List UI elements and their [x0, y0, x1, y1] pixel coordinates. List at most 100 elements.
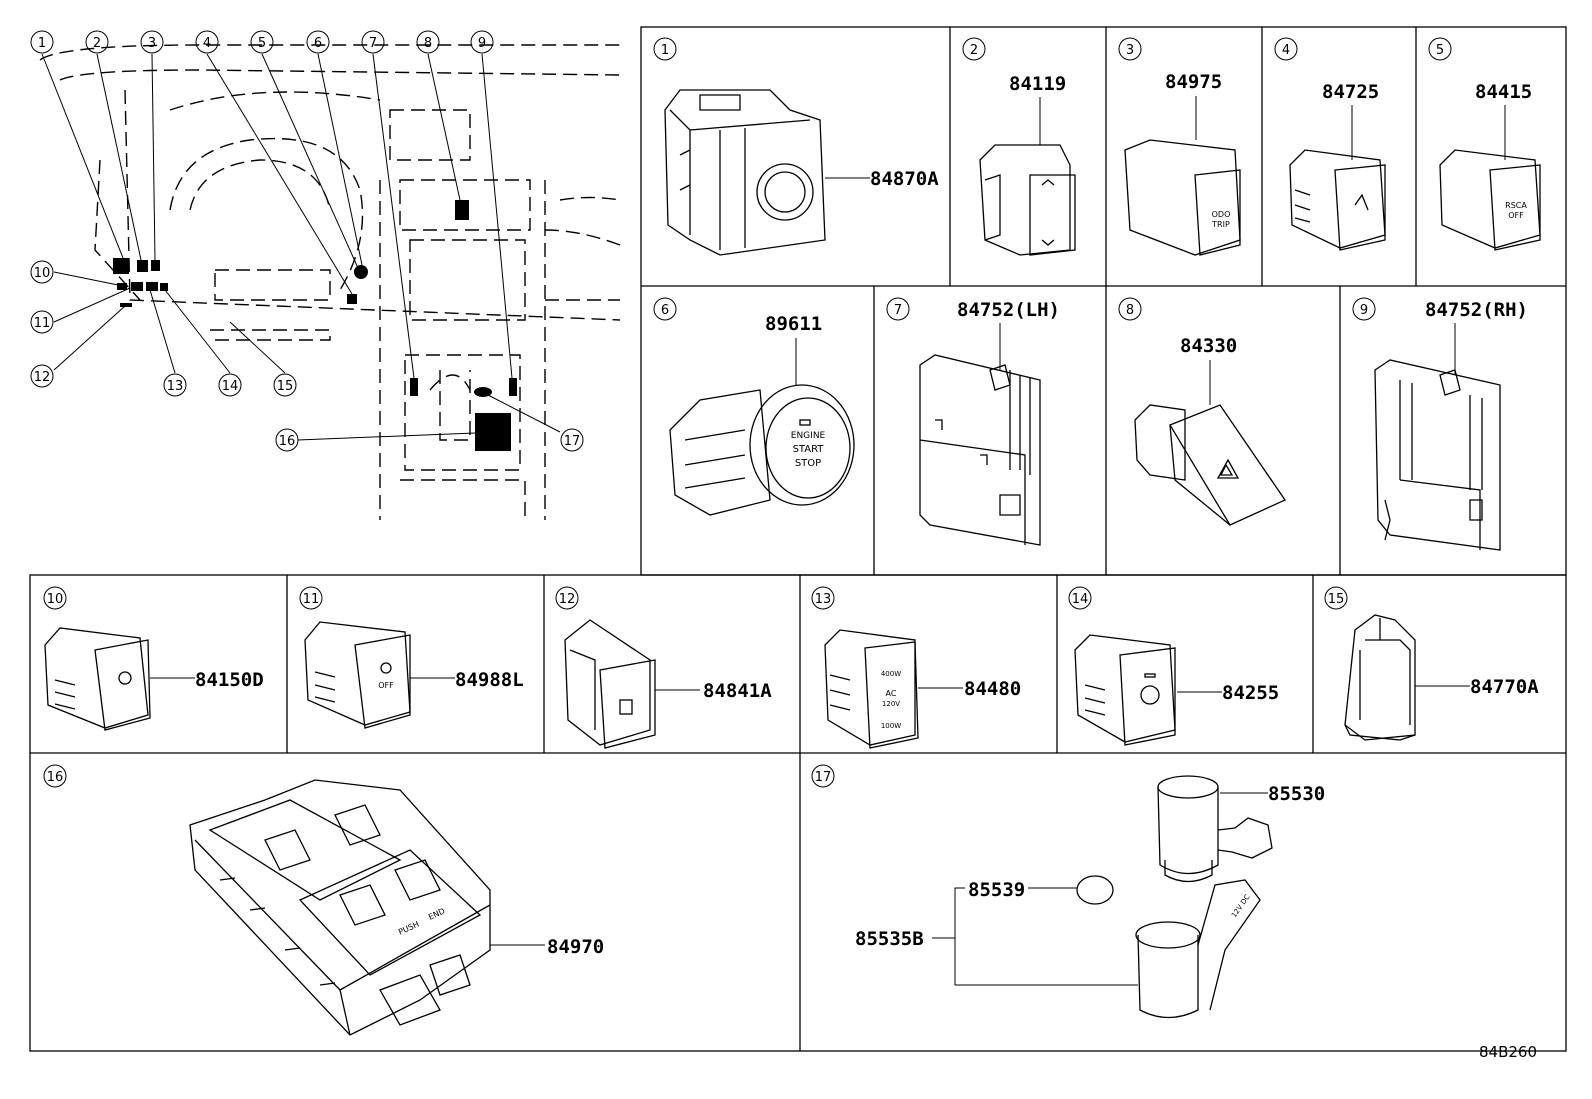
panel-9: 9 84752(RH): [1352, 297, 1528, 551]
watt-400-label: 400W: [881, 670, 901, 678]
panel-14: 14 84255: [1068, 586, 1279, 746]
svg-text:13: 13: [167, 379, 184, 394]
part-number-84970: 84970: [547, 936, 604, 958]
callout-17: 17: [560, 428, 584, 452]
vsc-off-switch-drawing: OFF: [304, 621, 411, 729]
svg-text:2: 2: [970, 43, 978, 58]
callout-12: 12: [30, 364, 54, 388]
part-number-85530: 85530: [1268, 783, 1325, 805]
diagram-code: 84B260: [1478, 1043, 1537, 1061]
panel-grid: [29, 26, 1567, 1052]
svg-text:8: 8: [424, 36, 432, 51]
watt-100-label: 100W: [881, 722, 901, 730]
ac-label: AC: [886, 689, 897, 698]
trip-label: TRIP: [1211, 220, 1230, 229]
callout-3: 3: [140, 30, 164, 54]
callout-16: 16: [275, 428, 299, 452]
panel-1: 1 84870A: [653, 37, 939, 256]
svg-text:14: 14: [222, 379, 239, 394]
callout-10: 10: [30, 260, 54, 284]
panel-6: 6 89611 ENGINE START STOP: [653, 297, 855, 516]
odo-trip-switch-drawing: ODO TRIP: [1124, 139, 1241, 256]
panel-2: 2 84119: [962, 37, 1076, 256]
part-number-85539: 85539: [968, 879, 1025, 901]
power-outlet-socket-drawing: [1157, 775, 1273, 883]
panel-15: 15 84770A: [1324, 586, 1539, 741]
svg-text:16: 16: [47, 770, 64, 785]
svg-text:11: 11: [34, 316, 51, 331]
part-number-84975: 84975: [1165, 71, 1222, 93]
svg-text:6: 6: [314, 36, 322, 51]
tilt-up-switch-drawing: [1289, 149, 1386, 251]
off-label: OFF: [1508, 211, 1524, 220]
panel-3: 3 84975 ODO TRIP: [1118, 37, 1241, 256]
part-number-84752-lh: 84752(LH): [957, 299, 1060, 321]
power-outlet-switch-drawing: 400W AC 120V 100W: [824, 629, 919, 749]
part-number-84725: 84725: [1322, 81, 1379, 103]
svg-text:1: 1: [38, 36, 46, 51]
svg-text:1: 1: [661, 43, 669, 58]
svg-text:17: 17: [815, 770, 832, 785]
end-label: END: [427, 906, 446, 921]
callout-2: 2: [85, 30, 109, 54]
svg-text:13: 13: [815, 592, 832, 607]
callout-1: 1: [30, 30, 54, 54]
part-number-84150D: 84150D: [195, 669, 264, 691]
part-number-84870A: 84870A: [870, 168, 939, 190]
stop-label: STOP: [795, 458, 821, 469]
svg-text:15: 15: [277, 379, 294, 394]
svg-text:8: 8: [1126, 303, 1134, 318]
callout-13: 13: [163, 373, 187, 397]
svg-text:3: 3: [148, 36, 156, 51]
part-number-84415: 84415: [1475, 81, 1532, 103]
seat-heater-switch-lh-drawing: [919, 354, 1041, 546]
callout-4: 4: [195, 30, 219, 54]
panel-5: 5 84415 RSCA OFF: [1428, 37, 1541, 251]
svg-text:16: 16: [279, 434, 296, 449]
panel-8: 8 84330: [1118, 297, 1286, 526]
odo-label: ODO: [1212, 210, 1231, 219]
push-button-start-switch-drawing: [664, 89, 826, 256]
rsca-label: RSCA: [1505, 201, 1527, 210]
outlet-socket-cover-drawing: 12V DC: [1135, 879, 1261, 1019]
part-number-84480: 84480: [964, 678, 1021, 700]
outlet-cap-drawing: [1076, 875, 1114, 905]
part-number-84770A: 84770A: [1470, 676, 1539, 698]
headlamp-cleaner-switch-drawing: [44, 627, 151, 731]
svg-text:10: 10: [34, 266, 51, 281]
part-number-84988L: 84988L: [455, 669, 524, 691]
start-label: START: [793, 444, 825, 455]
svg-text:9: 9: [478, 36, 486, 51]
dashboard-overview: 1 2 3 4 5 6 7 8 9 10 11 12 13 14 15 16 1…: [30, 30, 621, 520]
callout-9: 9: [470, 30, 494, 54]
svg-text:5: 5: [258, 36, 266, 51]
svg-text:17: 17: [564, 434, 581, 449]
volt-label: 120V: [882, 700, 900, 708]
panel-4: 4 84725: [1274, 37, 1386, 251]
svg-text:11: 11: [303, 592, 320, 607]
part-number-89611: 89611: [765, 313, 822, 335]
callout-5: 5: [250, 30, 274, 54]
hazard-switch-drawing: [1134, 404, 1286, 526]
part-number-84119: 84119: [1009, 73, 1066, 95]
panel-7: 7 84752(LH): [886, 297, 1060, 546]
panel-10: 10 84150D: [43, 586, 264, 731]
seat-heater-switch-rh-drawing: [1374, 359, 1501, 551]
push-label: PUSH: [397, 919, 421, 936]
panel-16: 16 PUSH END 84970: [43, 764, 604, 1036]
callout-14: 14: [218, 373, 242, 397]
callout-7: 7: [361, 30, 385, 54]
callout-6: 6: [306, 30, 330, 54]
usb-connector-drawing: [1344, 614, 1416, 741]
outlet-cover-label: 12V DC: [1230, 893, 1252, 919]
part-number-84255: 84255: [1222, 682, 1279, 704]
steering-heater-switch-drawing: [1074, 634, 1176, 746]
svg-text:4: 4: [203, 36, 211, 51]
svg-text:10: 10: [47, 592, 64, 607]
panel-17: 17 85530 85539 12V DC 85535B: [811, 764, 1325, 1019]
power-window-master-switch-drawing: PUSH END: [189, 779, 491, 1036]
panel-13: 13 400W AC 120V 100W 84480: [811, 586, 1021, 749]
callout-8: 8: [416, 30, 440, 54]
svg-text:15: 15: [1328, 592, 1345, 607]
